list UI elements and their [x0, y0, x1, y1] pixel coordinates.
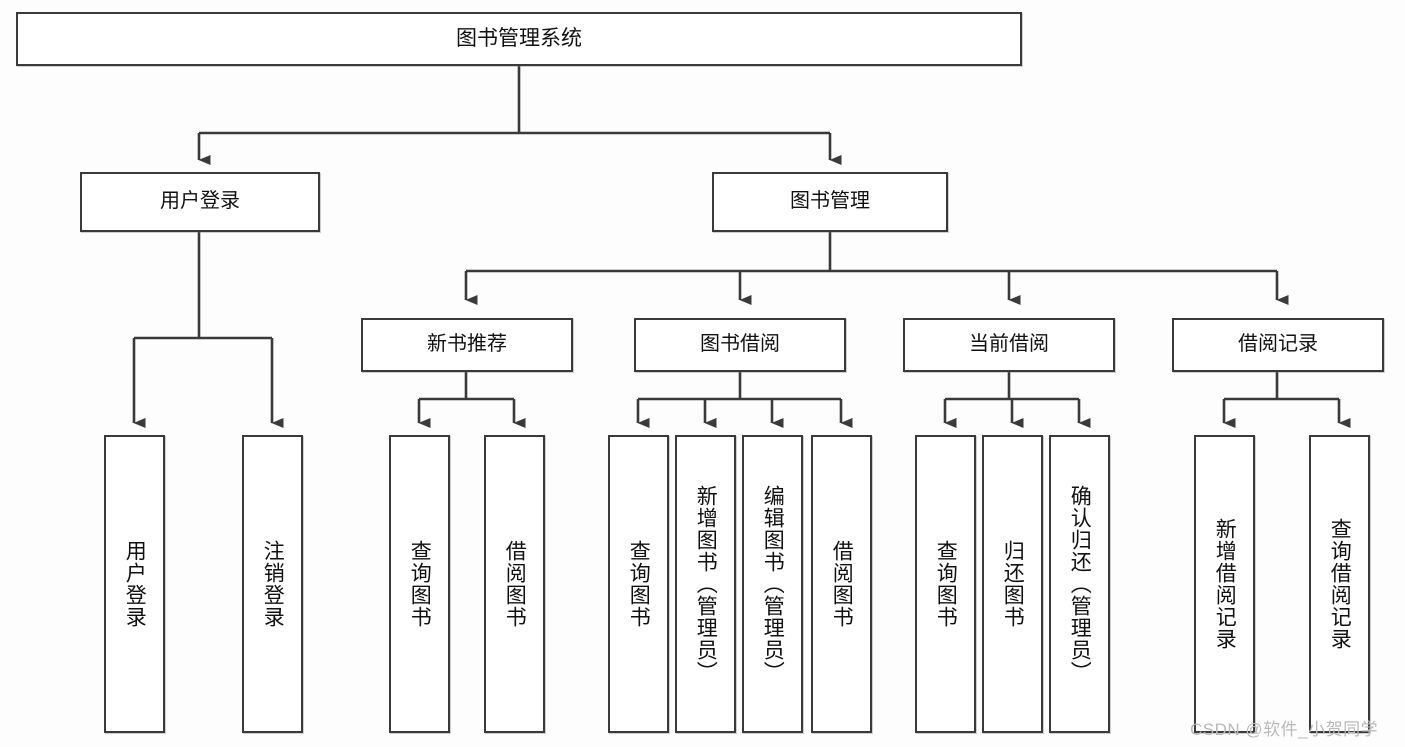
node-leaf-return-book-label: 归还图书 [1001, 540, 1025, 628]
node-leaf-confirm-return-label: 确认归还（管理员） [1068, 485, 1092, 683]
node-leaf-borrow-book-1-label: 借阅图书 [503, 540, 527, 628]
node-new-book-recommend[interactable]: 新书推荐 [361, 318, 573, 372]
node-leaf-logout-login-label: 注销登录 [261, 540, 285, 628]
node-leaf-query-book-2-label: 查询图书 [627, 540, 651, 628]
node-book-borrow[interactable]: 图书借阅 [634, 318, 846, 372]
node-root-label: 图书管理系统 [456, 26, 582, 50]
node-leaf-return-book[interactable]: 归还图书 [982, 435, 1043, 733]
node-leaf-borrow-book-2[interactable]: 借阅图书 [811, 435, 872, 733]
node-leaf-add-book[interactable]: 新增图书（管理员） [675, 435, 736, 733]
node-leaf-query-book-1-label: 查询图书 [408, 540, 432, 628]
node-book-manage-label: 图书管理 [790, 190, 870, 213]
node-leaf-add-borrow-record-label: 新增借阅记录 [1213, 518, 1237, 650]
csdn-watermark: CSDN @软件_小贺同学 [1190, 720, 1379, 739]
node-user-login-label: 用户登录 [160, 190, 240, 213]
node-leaf-query-book-3-label: 查询图书 [934, 540, 958, 628]
node-leaf-confirm-return[interactable]: 确认归还（管理员） [1049, 435, 1110, 733]
node-leaf-query-book-3[interactable]: 查询图书 [915, 435, 976, 733]
node-leaf-borrow-book-1[interactable]: 借阅图书 [484, 435, 545, 733]
node-leaf-user-login-label: 用户登录 [123, 540, 147, 628]
node-root[interactable]: 图书管理系统 [16, 12, 1022, 66]
node-current-borrow[interactable]: 当前借阅 [903, 318, 1115, 372]
node-borrow-record-label: 借阅记录 [1238, 333, 1318, 356]
node-leaf-add-book-label: 新增图书（管理员） [694, 485, 718, 683]
node-current-borrow-label: 当前借阅 [969, 333, 1049, 356]
node-leaf-add-borrow-record[interactable]: 新增借阅记录 [1194, 435, 1255, 733]
node-leaf-edit-book[interactable]: 编辑图书（管理员） [742, 435, 803, 733]
node-leaf-query-borrow-record[interactable]: 查询借阅记录 [1309, 435, 1370, 733]
node-leaf-user-login[interactable]: 用户登录 [104, 435, 165, 733]
node-leaf-edit-book-label: 编辑图书（管理员） [761, 485, 785, 683]
node-leaf-query-borrow-record-label: 查询借阅记录 [1328, 518, 1352, 650]
node-leaf-logout-login[interactable]: 注销登录 [242, 435, 303, 733]
node-borrow-record[interactable]: 借阅记录 [1172, 318, 1384, 372]
node-new-book-recommend-label: 新书推荐 [427, 333, 507, 356]
node-book-borrow-label: 图书借阅 [700, 333, 780, 356]
node-book-manage[interactable]: 图书管理 [712, 172, 948, 232]
node-leaf-borrow-book-2-label: 借阅图书 [830, 540, 854, 628]
node-user-login[interactable]: 用户登录 [80, 172, 320, 232]
node-leaf-query-book-2[interactable]: 查询图书 [608, 435, 669, 733]
node-leaf-query-book-1[interactable]: 查询图书 [389, 435, 450, 733]
